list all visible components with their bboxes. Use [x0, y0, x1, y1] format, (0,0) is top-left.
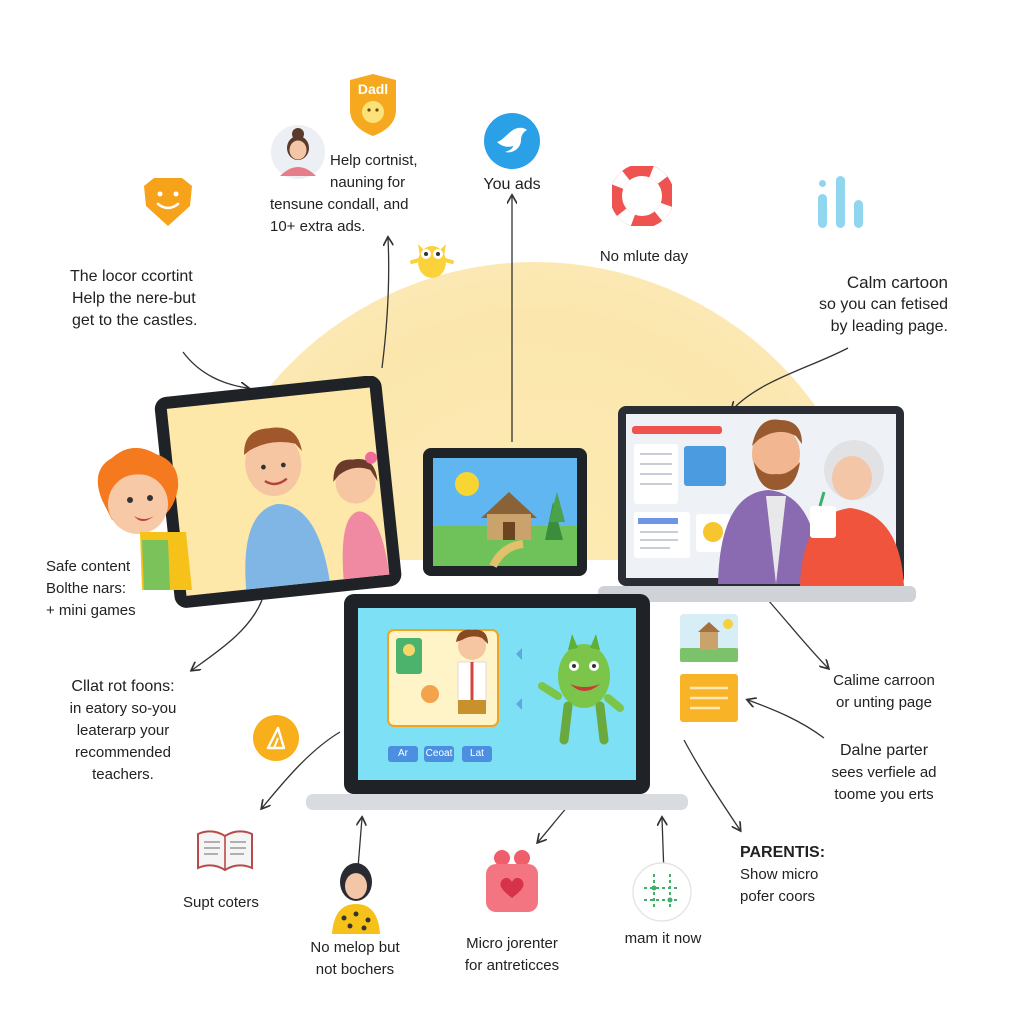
- center-laptop: Ar Ceoat Lat: [306, 594, 688, 814]
- bar-chart-icon: [816, 170, 868, 230]
- girl-avatar-icon: [328, 860, 384, 934]
- shield-smile-icon: [140, 174, 196, 230]
- avatar-woman-icon: [270, 124, 326, 180]
- center-tablet: [423, 448, 587, 576]
- gift-heart-icon: [484, 848, 540, 914]
- dalne-parter-label: Dalne parter sees verfiele ad toome you …: [831, 742, 937, 803]
- triangle-ruler-icon: [252, 714, 300, 762]
- lcor-content-label: The locor ccortint Help the nere-but get…: [70, 268, 198, 329]
- clat-rot-label: Cllat rot foons: in eatory so-you leater…: [69, 678, 177, 783]
- bird-icon: [483, 112, 541, 170]
- badge-label: Dadl: [357, 81, 389, 97]
- you-ads-label: You ads: [483, 176, 541, 193]
- arrow-calm: [732, 347, 849, 410]
- badge-icon: [344, 72, 402, 138]
- mam-it-now-label: mam it now: [624, 930, 702, 947]
- castle-card-icon: [680, 614, 738, 662]
- micro-jorenter-label: Micro jorenter for antreticces: [464, 935, 560, 974]
- arrow-lcor: [182, 351, 248, 388]
- owl-mascot-icon: [410, 234, 454, 280]
- orange-hair-boy: [82, 440, 192, 590]
- laptop-button-3[interactable]: Lat: [462, 746, 492, 762]
- arrow-clat: [262, 731, 341, 808]
- arrow-safe: [192, 599, 263, 670]
- no-mlute-day-label: No mlute day: [599, 248, 689, 265]
- calm-cartoon-label: Calm cartoon so you can fetised by leadi…: [819, 273, 948, 335]
- safe-content-label: Safe content Bolthe nars: + mini games: [46, 558, 136, 619]
- open-book-icon: [196, 828, 254, 872]
- calime-carroon-label: Calime carroon or unting page: [833, 672, 935, 711]
- grid-pattern-icon: [632, 862, 692, 922]
- left-tablet: [150, 375, 402, 608]
- notes-card-icon: [680, 674, 738, 722]
- right-laptop: [598, 404, 916, 614]
- supt-coters-label: Supt coters: [183, 894, 259, 911]
- arrow-parentis: [683, 739, 740, 830]
- parentis-label: PARENTIS: Show micro pofer coors: [740, 844, 826, 905]
- laptop-button-1[interactable]: Ar: [388, 746, 418, 762]
- laptop-button-2[interactable]: Ceoat: [424, 746, 454, 762]
- lifebuoy-icon: [610, 164, 674, 228]
- help-content-label: Help cortnist, nauning for tensune conda…: [270, 152, 418, 235]
- arrow-help: [381, 238, 389, 369]
- arrow-dalne: [748, 700, 825, 739]
- arrow-calime: [767, 599, 828, 668]
- no-melop-label: No melop but not bochers: [310, 939, 400, 978]
